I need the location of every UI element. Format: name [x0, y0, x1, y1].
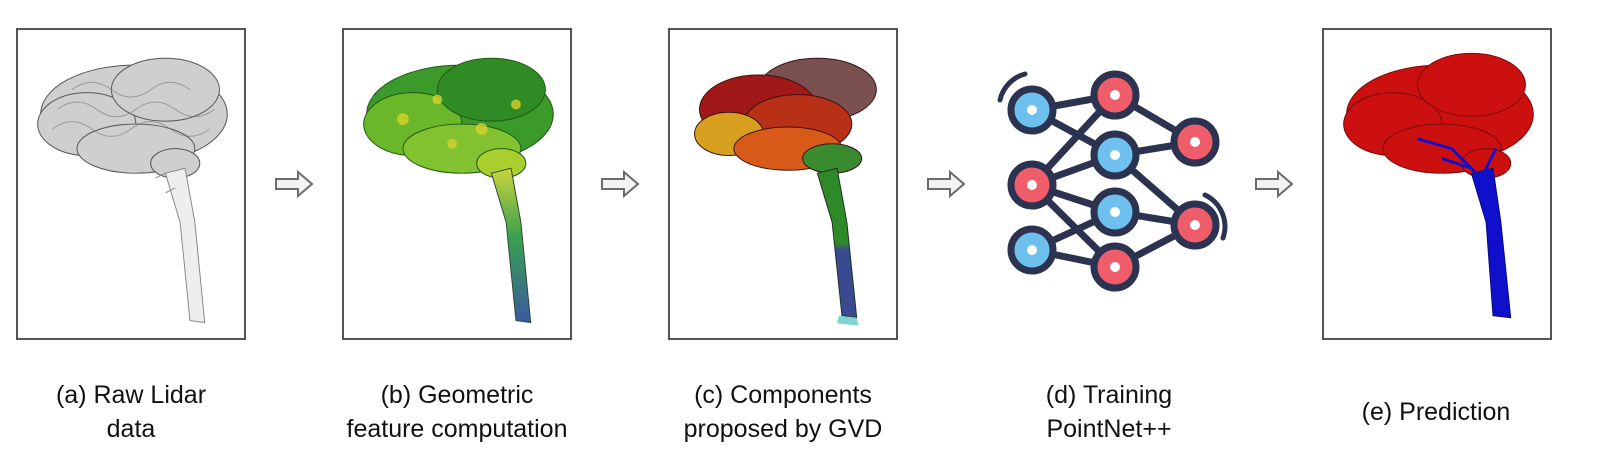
- gvd-components-tree-image: [694, 57, 877, 326]
- caption-geometric-features: (b) Geometric feature computation: [346, 381, 568, 443]
- caption-prediction: (e) Prediction: [1361, 398, 1511, 426]
- caption-training-pointnet: (d) Training PointNet++: [1045, 381, 1173, 443]
- arrow-right-icon: [927, 169, 966, 199]
- arrow-right-icon: [601, 169, 640, 199]
- arrow-right-icon: [1255, 169, 1294, 199]
- panel-prediction: [1322, 28, 1552, 340]
- panel-raw-lidar: [16, 28, 246, 340]
- caption-raw-lidar: (a) Raw Lidar data: [55, 381, 207, 443]
- panel-gvd-components: [668, 28, 898, 340]
- caption-gvd-components: (c) Components proposed by GVD: [683, 381, 883, 443]
- prediction-tree-image: [1343, 52, 1534, 319]
- panel-geometric-features: [342, 28, 572, 340]
- geometric-feature-tree-image: [363, 57, 554, 324]
- neural-network-icon: [997, 70, 1228, 292]
- raw-lidar-tree-image: [37, 57, 228, 324]
- arrow-right-icon: [275, 169, 314, 199]
